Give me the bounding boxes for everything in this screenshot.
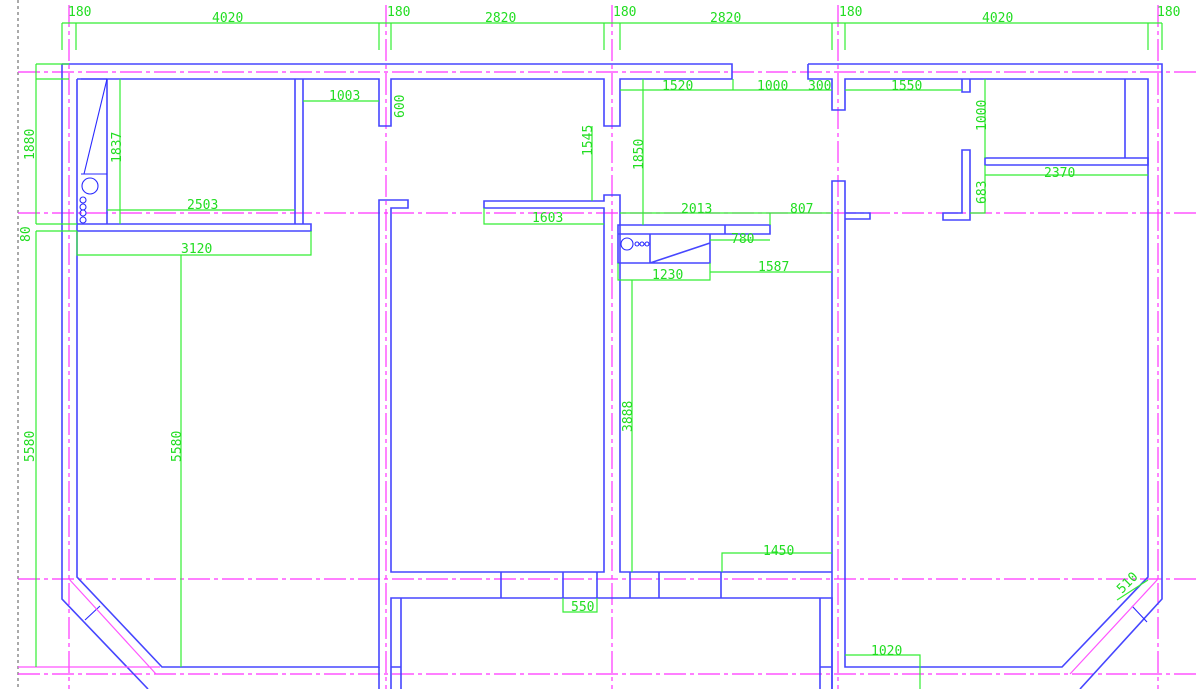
dim-room4-stub: 683 bbox=[975, 181, 990, 204]
dim-room4-top: 1550 bbox=[891, 79, 922, 94]
dim-room1-height: 5580 bbox=[170, 431, 185, 462]
dim-room2-height: 1545 bbox=[581, 125, 596, 156]
dim-counter-width: 3120 bbox=[181, 242, 212, 257]
dim-room3-top-b: 1000 bbox=[757, 79, 788, 94]
dim-room3-height: 3888 bbox=[621, 401, 636, 432]
dim-left-0: 1880 bbox=[23, 129, 38, 160]
dim-room4-side: 1000 bbox=[975, 100, 990, 131]
dim-room3-gap: 807 bbox=[790, 202, 813, 217]
dim-top-8: 180 bbox=[1157, 5, 1180, 20]
dim-top-5: 2820 bbox=[710, 11, 741, 26]
dim-left-1: 80 bbox=[19, 226, 34, 242]
dim-room3-bottom: 1450 bbox=[763, 544, 794, 559]
dim-top-7: 4020 bbox=[982, 11, 1013, 26]
dim-room4-shelf: 2370 bbox=[1044, 166, 1075, 181]
dim-kitchen-width: 2503 bbox=[187, 198, 218, 213]
dimension-labels: 180 4020 180 2820 180 2820 180 4020 180 … bbox=[19, 5, 1180, 659]
dim-room2-stub: 600 bbox=[393, 95, 408, 118]
dim-kitchen-height: 1837 bbox=[110, 132, 125, 163]
dim-room2-shelf: 1603 bbox=[532, 211, 563, 226]
dim-top-2: 180 bbox=[387, 5, 410, 20]
dim-room4-diagonal: 510 bbox=[1114, 570, 1141, 597]
dim-room3-top-a: 1520 bbox=[662, 79, 693, 94]
dim-room3-counter: 2013 bbox=[681, 202, 712, 217]
dimension-lines bbox=[35, 22, 1163, 689]
dim-room3-appliance: 1230 bbox=[652, 268, 683, 283]
dim-room3-left-height: 1850 bbox=[632, 139, 647, 170]
dim-room3-offset: 1587 bbox=[758, 260, 789, 275]
dim-door-offset: 1003 bbox=[329, 89, 360, 104]
dim-top-1: 4020 bbox=[212, 11, 243, 26]
dim-top-6: 180 bbox=[839, 5, 862, 20]
dim-top-3: 2820 bbox=[485, 11, 516, 26]
dim-corridor-opening: 550 bbox=[571, 600, 594, 615]
walls bbox=[18, 63, 1163, 689]
dim-room3-depth: 780 bbox=[731, 232, 754, 247]
axis-grid bbox=[18, 5, 1200, 689]
dim-top-0: 180 bbox=[68, 5, 91, 20]
stove-icon bbox=[620, 237, 634, 251]
sink-icon bbox=[81, 177, 99, 195]
dim-left-2: 5580 bbox=[23, 431, 38, 462]
dim-room3-top-c: 300 bbox=[808, 79, 831, 94]
dim-room4-bottom: 1020 bbox=[871, 644, 902, 659]
dim-top-4: 180 bbox=[613, 5, 636, 20]
